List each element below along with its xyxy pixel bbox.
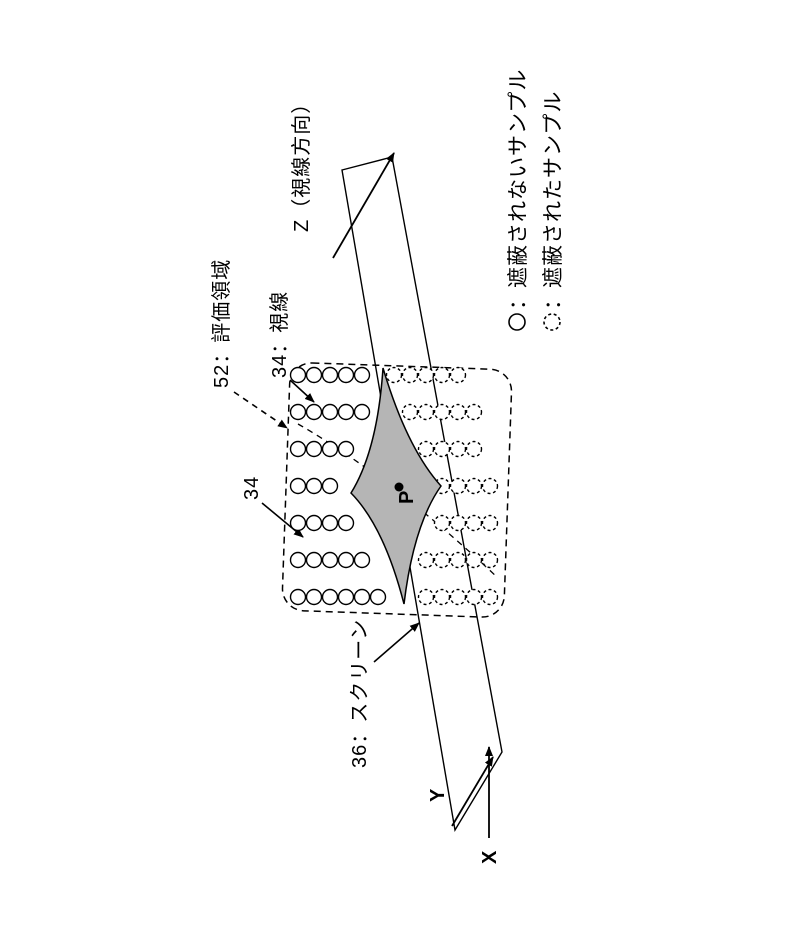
occluded-sample-circle bbox=[433, 588, 451, 606]
visible-sample-circle bbox=[321, 551, 339, 569]
visible-sample-circle bbox=[337, 366, 355, 384]
legend-open-circle-icon bbox=[508, 313, 526, 331]
occluded-sample-circle bbox=[401, 366, 419, 384]
occluded-sample-circle bbox=[465, 403, 483, 421]
visible-sample-circle bbox=[289, 588, 307, 606]
screen-plane bbox=[341, 156, 503, 832]
occluded-sample-circle bbox=[433, 440, 451, 458]
visible-sample-circle bbox=[369, 588, 387, 606]
legend-label-visible: ：遮蔽されないサンプル bbox=[507, 69, 530, 310]
ray-short-leader-arrow bbox=[261, 502, 304, 538]
visible-sample-circle bbox=[305, 366, 323, 384]
visible-sample-circle bbox=[289, 477, 307, 495]
occluded-sample-circle bbox=[449, 551, 467, 569]
occluded-sample-circle bbox=[481, 514, 499, 532]
point-p-dot bbox=[394, 482, 404, 492]
visible-sample-circle bbox=[337, 403, 355, 421]
occluded-sample-circle bbox=[449, 366, 467, 384]
visible-sample-circle bbox=[337, 440, 355, 458]
ray-leader-arrow bbox=[289, 379, 315, 403]
evaluation-region-outline bbox=[281, 362, 513, 618]
visible-sample-circle bbox=[321, 366, 339, 384]
occluded-sample-circle bbox=[481, 477, 499, 495]
occluded-sample-circle bbox=[417, 551, 435, 569]
occluded-sample-circle bbox=[449, 514, 467, 532]
occluded-sample-circle bbox=[465, 588, 483, 606]
legend-dashed-circle-icon bbox=[543, 313, 561, 331]
visible-sample-circle bbox=[289, 440, 307, 458]
occluded-sample-circle bbox=[465, 477, 483, 495]
occluded-sample-circle bbox=[433, 403, 451, 421]
ray-short-label: 34 bbox=[241, 476, 263, 500]
z-axis-arrow bbox=[332, 152, 395, 259]
occluded-sample-circle bbox=[417, 366, 435, 384]
visible-sample-circle bbox=[353, 403, 371, 421]
occluded-sample-circle bbox=[481, 551, 499, 569]
x-axis-label: X bbox=[479, 850, 501, 864]
legend-label-occluded: ：遮蔽されたサンプル bbox=[542, 91, 565, 310]
occluded-sample-circle bbox=[449, 403, 467, 421]
hidden-contour-curve bbox=[297, 423, 499, 579]
visible-sample-circle bbox=[321, 514, 339, 532]
evaluation-region bbox=[281, 362, 513, 618]
y-axis-arrow bbox=[451, 756, 494, 827]
occluded-sample-circle bbox=[433, 366, 451, 384]
y-axis-label: Y bbox=[427, 788, 449, 802]
occluded-sample-circle bbox=[433, 514, 451, 532]
ray-label: 34：視線 bbox=[268, 291, 291, 378]
visible-sample-circle bbox=[337, 514, 355, 532]
visible-sample-circle bbox=[353, 366, 371, 384]
visible-sample-circle bbox=[305, 514, 323, 532]
visible-sample-circle bbox=[305, 477, 323, 495]
visible-sample-circle bbox=[305, 551, 323, 569]
legend: ：遮蔽されないサンプル ：遮蔽されたサンプル bbox=[507, 69, 565, 331]
z-axis-label: Z（視線方向） bbox=[290, 93, 313, 232]
visible-sample-circle bbox=[289, 551, 307, 569]
visible-sample-circle bbox=[305, 588, 323, 606]
screen-leader-arrow bbox=[373, 622, 420, 663]
visible-sample-circle bbox=[305, 440, 323, 458]
visible-sample-circle bbox=[321, 403, 339, 421]
occluded-sample-circle bbox=[465, 440, 483, 458]
occluded-sample-circle bbox=[449, 588, 467, 606]
visible-sample-circle bbox=[305, 403, 323, 421]
visible-sample-circle bbox=[337, 551, 355, 569]
visible-sample-circle bbox=[289, 514, 307, 532]
occluded-sample-circle bbox=[465, 514, 483, 532]
screen-label: 36：スクリーン bbox=[348, 619, 371, 768]
occluded-sample-circle bbox=[449, 477, 467, 495]
point-p-label: P bbox=[396, 491, 418, 504]
occluded-sample-circle bbox=[449, 440, 467, 458]
occluded-sample-circle bbox=[417, 440, 435, 458]
occluded-sample-circle bbox=[385, 366, 403, 384]
visible-sample-circle bbox=[321, 440, 339, 458]
eval-region-leader-arrow bbox=[233, 391, 288, 429]
sample-rows bbox=[289, 366, 499, 606]
visible-sample-circle bbox=[321, 477, 339, 495]
visible-sample-circle bbox=[353, 551, 371, 569]
visible-sample-circle bbox=[289, 403, 307, 421]
occluded-sample-circle bbox=[433, 551, 451, 569]
occluded-sample-circle bbox=[401, 403, 419, 421]
eval-region-label: 52：評価領域 bbox=[210, 259, 233, 388]
visible-sample-circle bbox=[289, 366, 307, 384]
visible-sample-circle bbox=[353, 588, 371, 606]
visible-sample-circle bbox=[321, 588, 339, 606]
occluded-sample-circle bbox=[417, 588, 435, 606]
visible-sample-circle bbox=[337, 588, 355, 606]
occluded-sample-circle bbox=[417, 403, 435, 421]
occluded-sample-circle bbox=[465, 551, 483, 569]
occluded-sample-circle bbox=[481, 588, 499, 606]
